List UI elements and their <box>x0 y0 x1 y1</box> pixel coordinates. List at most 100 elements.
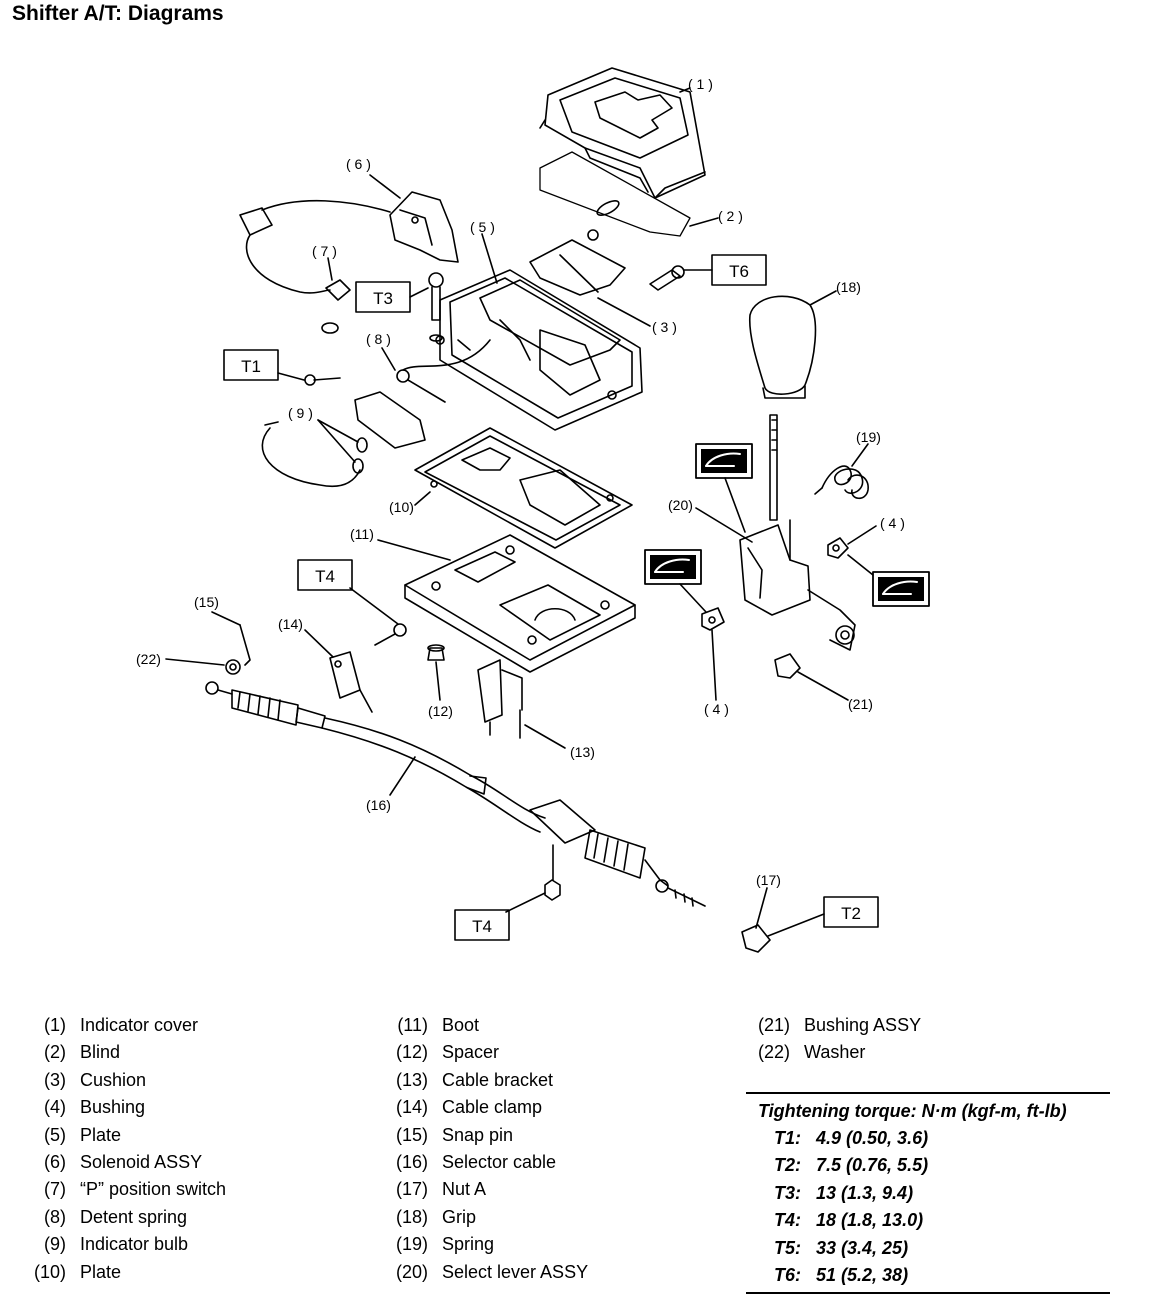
callout-20: (20) <box>668 497 693 513</box>
leader-9b <box>317 419 356 463</box>
callout-3: ( 3 ) <box>652 319 677 335</box>
callout-9: ( 9 ) <box>288 405 313 421</box>
bushing-right <box>827 537 849 559</box>
cable-bracket <box>477 659 523 739</box>
grease-icon <box>872 571 930 607</box>
bolt-t3 <box>428 272 444 342</box>
leader-18 <box>809 290 837 306</box>
callout-15: (15) <box>194 594 219 610</box>
legend-item: (8)Detent spring <box>44 1206 188 1227</box>
leader-3 <box>597 297 651 327</box>
bolt-t6 <box>649 265 713 291</box>
page-title: Shifter A/T: Diagrams <box>12 2 224 25</box>
parts-legend-column-3: (21)Bushing ASSY (22)Washer <box>754 1012 921 1067</box>
bolt-t4-top <box>349 587 407 646</box>
callout-2: ( 2 ) <box>718 208 743 224</box>
callout-11: (11) <box>350 526 374 542</box>
legend-item: (22)Washer <box>757 1042 866 1063</box>
p-position-switch <box>321 279 351 334</box>
callout-10: (10) <box>389 499 414 515</box>
leader-20 <box>695 507 753 543</box>
legend-item: (19)Spring <box>395 1234 495 1255</box>
legend-item: (10)Plate <box>33 1261 122 1282</box>
cushion <box>529 229 626 296</box>
leader-1 <box>679 87 691 93</box>
callout-13: (13) <box>570 744 595 760</box>
svg-text:T6: T6 <box>729 262 749 281</box>
torque-row: T1:4.9 (0.50, 3.6) <box>774 1128 929 1148</box>
exploded-parts-diagram: T1 T3 T6 T4 T4 T2 ( 1 ) ( 2 ) ( 3 ) ( 4 … <box>136 67 930 953</box>
legend-item: (18)Grip <box>395 1206 477 1227</box>
leader-t3 <box>409 287 429 298</box>
torque-box-t1: T1 <box>223 349 279 381</box>
leader-22 <box>165 658 225 666</box>
legend-item: (6)Solenoid ASSY <box>44 1152 203 1173</box>
leader-10 <box>414 491 431 506</box>
torque-row: T3:13 (1.3, 9.4) <box>774 1182 914 1203</box>
boot <box>404 534 636 673</box>
svg-text:T3: T3 <box>373 289 393 308</box>
svg-text:T1: T1 <box>241 357 261 376</box>
snap-pin <box>239 624 251 666</box>
parts-legend-column-1: (1)Indicator cover (2)Blind (3)Cushion (… <box>30 1012 226 1286</box>
callout-8: ( 8 ) <box>366 331 391 347</box>
torque-box-t2: T2 <box>823 896 879 928</box>
nut-a <box>741 924 771 953</box>
leader-14 <box>304 629 334 658</box>
bushing-left <box>701 607 725 631</box>
detent-spring <box>396 339 491 403</box>
parts-legend-column-2: (11)Boot (12)Spacer (13)Cable bracket (1… <box>392 1012 588 1286</box>
legend-item: (17)Nut A <box>395 1179 487 1200</box>
legend-item: (15)Snap pin <box>395 1124 514 1145</box>
leader-12 <box>435 661 441 701</box>
cable-clamp <box>329 651 373 713</box>
leader-5 <box>481 233 498 284</box>
legend-item: (16)Selector cable <box>395 1152 557 1173</box>
leader-21 <box>797 671 849 701</box>
torque-box-t4-top: T4 <box>297 559 353 591</box>
torque-row: T6:51 (5.2, 38) <box>774 1265 909 1286</box>
solenoid-assy <box>239 191 459 294</box>
grease-icon <box>695 443 753 479</box>
callout-16: (16) <box>366 797 391 813</box>
tightening-torque-table: Tightening torque: N·m (kgf-m, ft-lb) T1… <box>746 1092 1110 1295</box>
callout-21: (21) <box>848 696 873 712</box>
torque-box-t3: T3 <box>355 281 411 313</box>
leader-4b <box>711 629 717 701</box>
callout-22: (22) <box>136 651 161 667</box>
indicator-cover <box>539 67 706 199</box>
torque-row: T5:33 (3.4, 25) <box>774 1237 909 1258</box>
torque-box-t6: T6 <box>711 254 767 286</box>
legend-item: (2)Blind <box>44 1042 121 1063</box>
leader-13 <box>524 724 566 749</box>
legend-item: (20)Select lever ASSY <box>395 1261 589 1282</box>
legend-item: (12)Spacer <box>395 1042 500 1063</box>
legend-item: (4)Bushing <box>44 1097 146 1118</box>
leader-19 <box>851 443 869 467</box>
legend-item: (14)Cable clamp <box>395 1097 543 1118</box>
leader-7 <box>327 257 333 281</box>
spacer <box>427 644 445 661</box>
blind <box>539 151 691 237</box>
leader-11 <box>377 539 451 561</box>
selector-cable <box>205 681 706 907</box>
legend-item: (11)Boot <box>397 1015 480 1035</box>
svg-text:T2: T2 <box>841 904 861 923</box>
nut-t4-lower <box>505 844 561 913</box>
legend-item: (9)Indicator bulb <box>44 1234 189 1255</box>
callout-14: (14) <box>278 616 303 632</box>
leader-9a <box>317 419 359 443</box>
leader-grease-3 <box>847 554 874 576</box>
spring <box>814 465 869 500</box>
callout-5: ( 5 ) <box>470 219 495 235</box>
torque-table-header: Tightening torque: N·m (kgf-m, ft-lb) <box>758 1101 1067 1121</box>
legend-item: (5)Plate <box>44 1124 122 1145</box>
torque-row: T4:18 (1.8, 13.0) <box>774 1210 924 1231</box>
washer <box>225 659 241 675</box>
callout-19: (19) <box>856 429 881 445</box>
torque-row: T2:7.5 (0.76, 5.5) <box>774 1155 929 1176</box>
select-lever-assy <box>739 414 856 651</box>
callout-17: (17) <box>756 872 781 888</box>
callout-18: (18) <box>836 279 861 295</box>
torque-box-t4-bottom: T4 <box>454 909 510 941</box>
